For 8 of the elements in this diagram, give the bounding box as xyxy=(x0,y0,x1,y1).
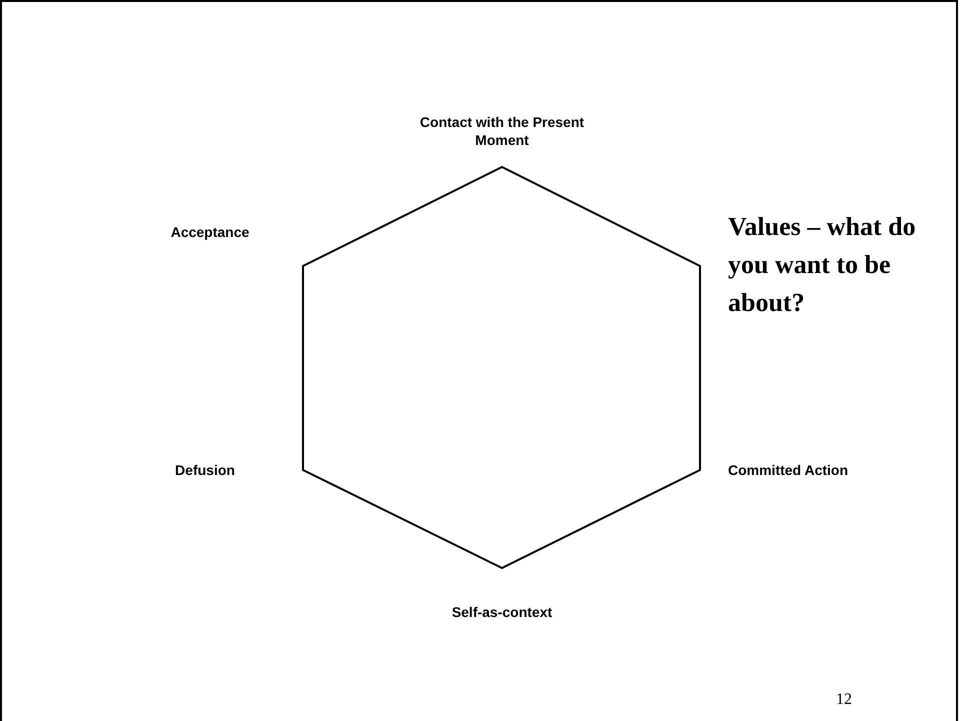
process-label: Committed Action xyxy=(728,461,850,479)
process-label: Contact with the Present Moment xyxy=(418,113,586,149)
process-label: Defusion xyxy=(174,461,236,479)
hexagon-outline xyxy=(302,166,701,570)
page-number: 12 xyxy=(836,690,853,710)
process-label: Self-as-context xyxy=(450,603,554,621)
process-label: Acceptance xyxy=(170,223,250,241)
values-label: Values – what do you want to be about? xyxy=(728,211,917,319)
